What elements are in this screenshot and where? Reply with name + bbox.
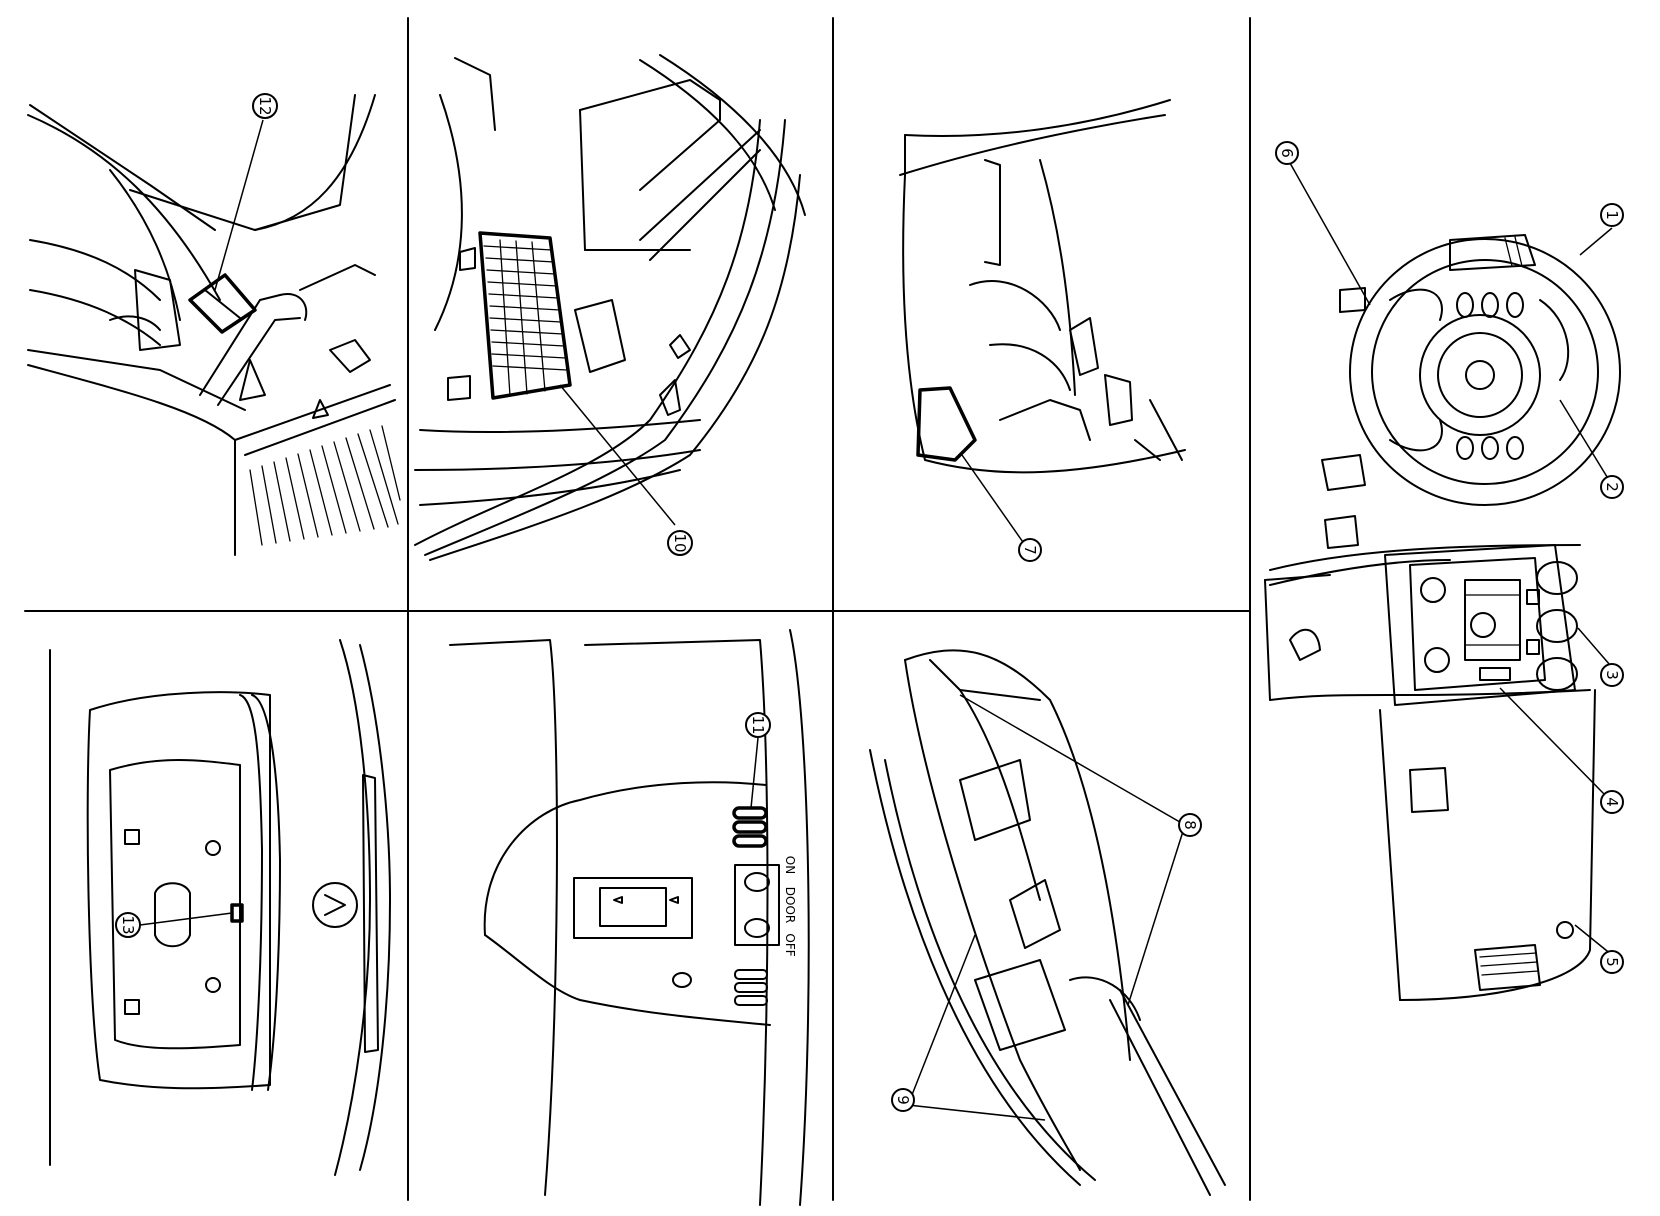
switch-label-door: DOOR bbox=[783, 887, 797, 923]
callout-12: 12 bbox=[252, 93, 278, 119]
panel-door-trim bbox=[899, 99, 1186, 546]
callout-3: 3 bbox=[1600, 663, 1624, 687]
callout-4: 4 bbox=[1600, 790, 1624, 814]
switch-label-off: OFF bbox=[783, 933, 797, 956]
callout-7: 7 bbox=[1018, 538, 1042, 562]
callout-9: 9 bbox=[891, 1088, 915, 1112]
component-11-body bbox=[732, 806, 768, 848]
panel-map-lamp: ON DOOR OFF bbox=[449, 629, 810, 1206]
svg-text:8: 8 bbox=[1181, 820, 1199, 830]
climate-and-audio-panel bbox=[1409, 557, 1546, 691]
svg-text:10: 10 bbox=[671, 533, 689, 552]
map-lamp-switch bbox=[734, 864, 780, 946]
svg-text:12: 12 bbox=[256, 96, 274, 115]
svg-text:3: 3 bbox=[1603, 670, 1621, 680]
panel-power-window-switch bbox=[869, 649, 1226, 1196]
panel-back-door bbox=[49, 639, 391, 1176]
component-10-body bbox=[478, 231, 572, 400]
component-12-body bbox=[188, 273, 257, 334]
callout-5: 5 bbox=[1600, 950, 1624, 974]
map-lamp-lens bbox=[573, 877, 693, 939]
switch-label-on: ON bbox=[783, 856, 797, 874]
component-7-body bbox=[916, 386, 977, 462]
panel-instrument-panel bbox=[1264, 162, 1621, 1001]
callout-6: 6 bbox=[1275, 141, 1299, 165]
svg-text:13: 13 bbox=[119, 915, 137, 934]
callout-8: 8 bbox=[1178, 813, 1202, 837]
svg-text:4: 4 bbox=[1603, 797, 1621, 807]
callout-13: 13 bbox=[115, 912, 141, 938]
floor-mat-ribs bbox=[249, 425, 401, 546]
callout-11: 11 bbox=[745, 712, 771, 738]
callout-1: 1 bbox=[1600, 203, 1624, 227]
svg-text:11: 11 bbox=[749, 715, 767, 734]
callout-10: 10 bbox=[667, 530, 693, 556]
svg-text:5: 5 bbox=[1603, 957, 1621, 967]
steering-wheel bbox=[1349, 238, 1621, 506]
svg-text:7: 7 bbox=[1021, 545, 1039, 555]
svg-text:2: 2 bbox=[1603, 482, 1621, 492]
center-vents bbox=[1526, 561, 1578, 691]
panel-dash-side-unit bbox=[414, 54, 806, 561]
panel-steering-column bbox=[27, 94, 401, 556]
svg-text:6: 6 bbox=[1278, 148, 1296, 158]
svg-text:1: 1 bbox=[1603, 210, 1621, 220]
panel-grid bbox=[24, 17, 1251, 1201]
callout-2: 2 bbox=[1600, 475, 1624, 499]
svg-text:9: 9 bbox=[894, 1095, 912, 1105]
callout-markers: 1 2 3 4 5 6 7 8 bbox=[115, 93, 1624, 1112]
